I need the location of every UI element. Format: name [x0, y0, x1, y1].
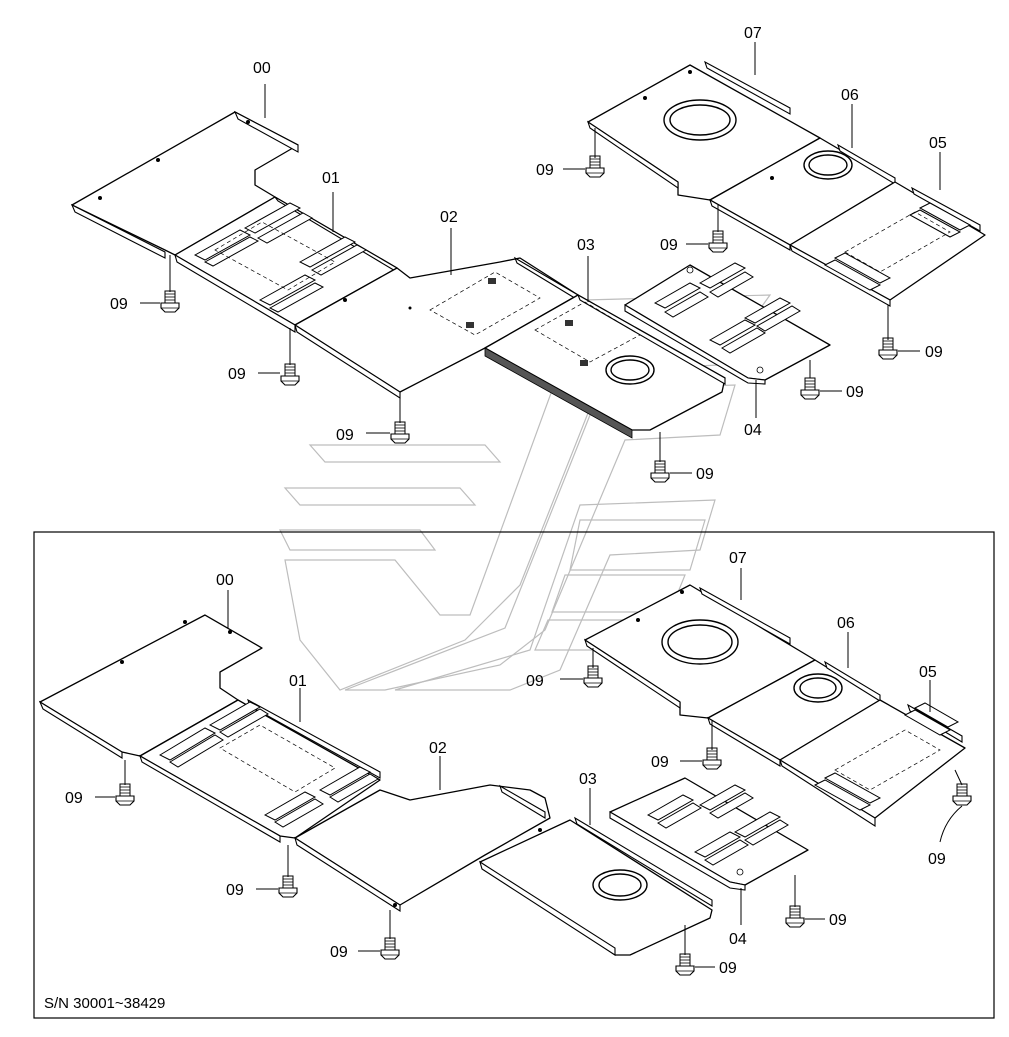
callout-05: 05 — [929, 135, 947, 152]
lower-plate-01 — [139, 698, 381, 843]
lower-plate-04 — [609, 777, 809, 891]
lower-plate-06 — [707, 659, 881, 767]
callout-09: 09 — [336, 427, 354, 444]
upper-plate-01 — [174, 196, 398, 333]
callout-09: 09 — [925, 344, 943, 361]
lower-assembly: 00 01 02 03 04 05 06 07 09 09 09 09 09 0… — [38, 550, 972, 1012]
callout-09: 09 — [660, 237, 678, 254]
callout-06: 06 — [841, 87, 859, 104]
callout-01: 01 — [289, 673, 307, 690]
callout-09: 09 — [928, 851, 946, 868]
callout-00: 00 — [253, 60, 271, 77]
upper-plate-05 — [789, 181, 986, 307]
callout-09: 09 — [829, 912, 847, 929]
upper-plate-04 — [624, 262, 831, 385]
lower-frame — [33, 531, 995, 1019]
callout-09: 09 — [110, 296, 128, 313]
lower-plate-00 — [38, 614, 263, 759]
callout-04: 04 — [744, 422, 762, 439]
callout-09: 09 — [651, 754, 669, 771]
bolt-icon — [115, 783, 135, 806]
upper-plate-03 — [484, 293, 726, 439]
lower-callouts: 00 01 02 03 04 05 06 07 09 09 09 09 09 0… — [65, 550, 946, 977]
bolt-icon — [650, 460, 670, 483]
callout-09: 09 — [846, 384, 864, 401]
bolt-icon — [800, 377, 820, 400]
upper-01-slots — [193, 202, 368, 313]
upper-plate-02 — [294, 256, 579, 400]
callout-05: 05 — [919, 664, 937, 681]
callout-01: 01 — [322, 170, 340, 187]
callout-06: 06 — [837, 615, 855, 632]
callout-09: 09 — [226, 882, 244, 899]
bolt-icon — [583, 665, 603, 688]
serial-number-note: S/N 30001~38429 — [44, 995, 165, 1012]
bolt-icon — [278, 875, 298, 898]
lower-leaders — [95, 568, 963, 968]
bolt-icon — [380, 937, 400, 960]
callout-09: 09 — [65, 790, 83, 807]
callout-07: 07 — [729, 550, 747, 567]
bolt-icon — [160, 290, 180, 313]
callout-09: 09 — [536, 162, 554, 179]
lower-plate-03 — [479, 816, 713, 957]
bolt-icon — [952, 783, 972, 806]
callout-09: 09 — [228, 366, 246, 383]
lower-plate-05 — [779, 699, 966, 828]
upper-plate-06 — [709, 137, 896, 251]
callout-09: 09 — [696, 466, 714, 483]
bolt-icon — [702, 747, 722, 770]
upper-plate-00 — [70, 110, 299, 259]
callout-04: 04 — [729, 931, 747, 948]
bolt-icon — [675, 953, 695, 976]
upper-assembly: 00 01 02 03 04 05 06 07 09 09 09 09 09 0… — [70, 25, 986, 483]
bolt-icon — [280, 363, 300, 386]
callout-09: 09 — [719, 960, 737, 977]
upper-callouts: 00 01 02 03 04 05 06 07 09 09 09 09 09 0… — [110, 25, 947, 483]
bolt-icon — [390, 421, 410, 444]
lower-plate-02 — [294, 784, 551, 913]
bolt-icon — [708, 230, 728, 253]
callout-02: 02 — [429, 740, 447, 757]
callout-03: 03 — [577, 237, 595, 254]
callout-07: 07 — [744, 25, 762, 42]
callout-00: 00 — [216, 572, 234, 589]
callout-03: 03 — [579, 771, 597, 788]
upper-leaders — [140, 42, 941, 474]
callout-02: 02 — [440, 209, 458, 226]
callout-09: 09 — [330, 944, 348, 961]
bolt-icon — [585, 155, 605, 178]
callout-09: 09 — [526, 673, 544, 690]
bolt-icon — [878, 337, 898, 360]
bolt-icon — [785, 905, 805, 928]
lower-plate-07 — [583, 584, 816, 719]
